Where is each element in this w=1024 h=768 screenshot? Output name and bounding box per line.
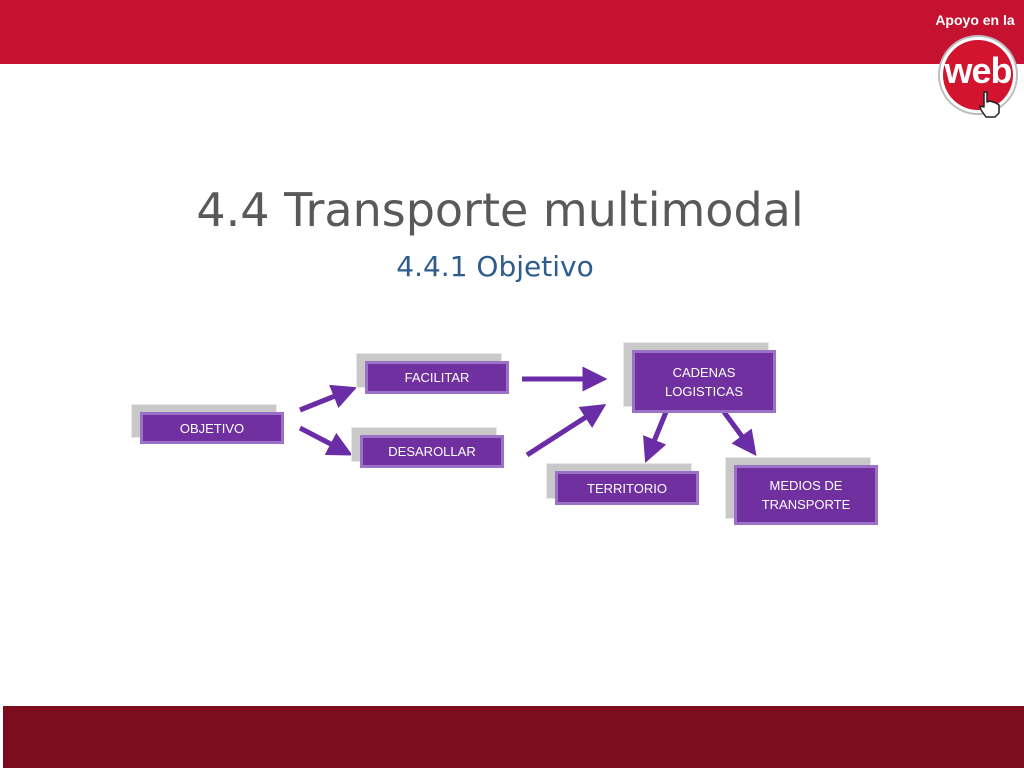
- node-medios-de-transporte: MEDIOS DE TRANSPORTE: [725, 457, 878, 525]
- node-label: FACILITAR: [404, 370, 470, 385]
- logo-circle-icon: [938, 35, 1018, 115]
- node-cadenas-logisticas: CADENAS LOGISTICAS: [623, 342, 776, 413]
- node-territorio: TERRITORIO: [546, 463, 699, 505]
- node-box: DESAROLLAR: [360, 435, 504, 468]
- node-desarollar: DESAROLLAR: [351, 427, 504, 468]
- node-label: TERRITORIO: [587, 480, 667, 496]
- logo-word: web: [944, 50, 1012, 91]
- logo-caption: Apoyo en la: [935, 12, 1015, 28]
- node-box: MEDIOS DE TRANSPORTE: [734, 465, 878, 525]
- node-box: TERRITORIO: [555, 471, 699, 505]
- slide-subtitle: 4.4.1 Objetivo: [396, 250, 594, 283]
- node-box: CADENAS LOGISTICAS: [632, 350, 776, 413]
- node-box: OBJETIVO: [140, 412, 284, 444]
- arrow-objetivo-facilitar: [299, 384, 357, 413]
- arrow-cadenas-territorio: [643, 411, 669, 463]
- slide-title: 4.4 Transporte multimodal: [196, 182, 804, 237]
- node-label: CADENAS LOGISTICAS: [664, 364, 744, 399]
- node-label: DESAROLLAR: [388, 444, 476, 459]
- bottom-banner: [3, 706, 1024, 768]
- node-label: MEDIOS DE TRANSPORTE: [761, 478, 851, 512]
- node-label: OBJETIVO: [179, 420, 245, 436]
- arrow-desarollar-cadenas: [525, 403, 607, 458]
- web-logo: web: [937, 34, 1019, 118]
- arrow-objetivo-desarollar: [298, 425, 353, 456]
- top-banner: [0, 0, 1024, 64]
- arrow-cadenas-medios: [721, 410, 757, 457]
- hand-cursor-icon: [979, 91, 1000, 118]
- node-facilitar: FACILITAR: [356, 353, 509, 394]
- node-box: FACILITAR: [365, 361, 509, 394]
- node-objetivo: OBJETIVO: [131, 404, 284, 444]
